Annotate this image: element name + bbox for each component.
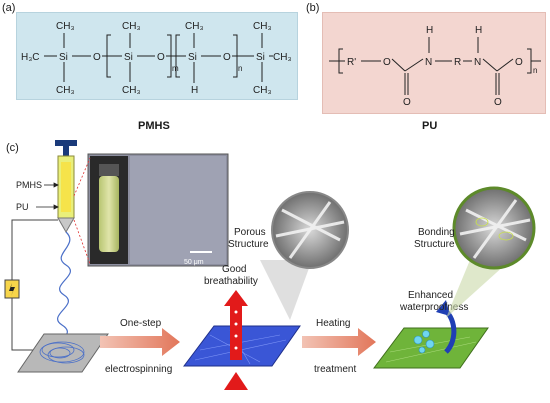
pu-o-2: O [515,57,523,68]
bonding-structure-line-2: Structure [414,239,455,250]
syringe-label-pmhs: PMHS [16,180,42,190]
pmhs-structure: CH₃ CH₃ CH₃ CH₃ H₃C Si O Si O Si O Si CH… [21,21,292,96]
panel-c-label: (c) [6,142,19,154]
pmhs-o-1: O [93,52,101,63]
syringe-icon [55,140,77,234]
pu-n-1: N [425,57,432,68]
pu-h-2: H [475,25,482,36]
pu-o-carbonyl-2: O [494,97,502,108]
good-breathability-line-2: breathability [204,276,258,287]
pmhs-ch3-3-top: CH₃ [185,21,204,32]
pmhs-si-4: Si [256,52,265,63]
pmhs-ch3-2-bottom: CH₃ [122,85,141,96]
pmhs-caption: PMHS [138,120,170,132]
pmhs-si-1: Si [59,52,68,63]
pu-o-carbonyl-1: O [403,97,411,108]
step1-top-label: One-step [120,318,162,329]
pu-structure: R' O O H N R H N O O n [329,25,541,108]
pu-h-1: H [426,25,433,36]
pmhs-o-3: O [223,52,231,63]
pmhs-ch3-1-top: CH₃ [56,21,75,32]
step2-bottom-label: treatment [314,364,356,375]
step2-top-label: Heating [316,318,350,329]
process-diagram: PMHS PU 50 μm One-step electrospinning G… [4,140,536,390]
pmhs-h3c: H₃C [21,52,40,63]
pmhs-ch3-end: CH₃ [273,52,292,63]
pu-formula-box: R' O O H N R H N O O n [322,12,546,114]
pmhs-sub-n: n [238,64,242,73]
pu-r: R [454,57,461,68]
pmhs-o-2: O [157,52,165,63]
bonding-structure-line-1: Bonding [418,227,455,238]
pu-r-prime: R' [347,57,356,68]
porous-structure-line-1: Porous [234,227,266,238]
panel-b-label: (b) [306,2,320,14]
pu-o-1: O [383,57,391,68]
pmhs-ch3-2-top: CH₃ [122,21,141,32]
enhanced-waterproofness-line-1: Enhanced [408,290,453,301]
syringe-label-pu: PU [16,202,29,212]
panel-a-label: (a) [2,2,16,14]
enhanced-waterproofness-line-2: waterproofness [399,302,468,313]
pmhs-formula-box: CH₃ CH₃ CH₃ CH₃ H₃C Si O Si O Si O Si CH… [16,12,298,100]
pmhs-ch3-4-top: CH₃ [253,21,272,32]
pu-sub-n: n [533,66,537,75]
scale-bar-label: 50 μm [184,259,204,266]
pu-caption: PU [422,120,438,132]
good-breathability-line-1: Good [222,264,246,275]
step1-bottom-label: electrospinning [105,364,172,375]
pmhs-h-bottom: H [191,85,198,96]
pmhs-si-3: Si [188,52,197,63]
pmhs-ch3-1-bottom: CH₃ [56,85,75,96]
pmhs-si-2: Si [124,52,133,63]
porous-structure-line-2: Structure [228,239,269,250]
pmhs-ch3-4-bottom: CH₃ [253,85,272,96]
pu-n-2: N [474,57,481,68]
